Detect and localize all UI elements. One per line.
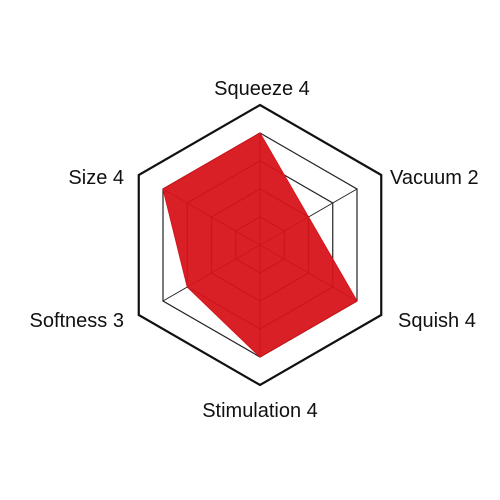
- label-stimulation: Stimulation 4: [202, 400, 318, 422]
- label-squish: Squish 4: [398, 310, 476, 332]
- outer-frame: [137, 103, 383, 387]
- label-softness: Softness 3: [29, 310, 124, 332]
- label-squeeze: Squeeze 4: [214, 78, 310, 100]
- label-size: Size 4: [68, 167, 124, 189]
- data-area: [162, 132, 358, 358]
- label-vacuum: Vacuum 2: [390, 167, 479, 189]
